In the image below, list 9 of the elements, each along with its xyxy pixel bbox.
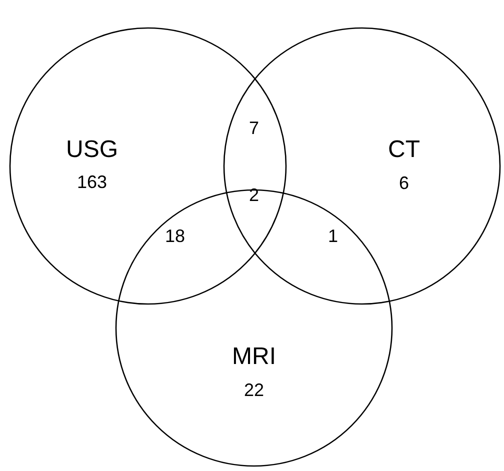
- overlap-count: 18: [164, 227, 186, 245]
- set-label: USG: [66, 138, 118, 162]
- set-label: MRI: [232, 345, 276, 369]
- count-label: 6: [399, 174, 409, 192]
- count-label: 22: [244, 381, 264, 399]
- overlap-count: 1: [328, 227, 338, 245]
- set-label: CT: [388, 138, 420, 162]
- count-label: 163: [76, 173, 108, 191]
- overlap-count: 7: [249, 119, 259, 137]
